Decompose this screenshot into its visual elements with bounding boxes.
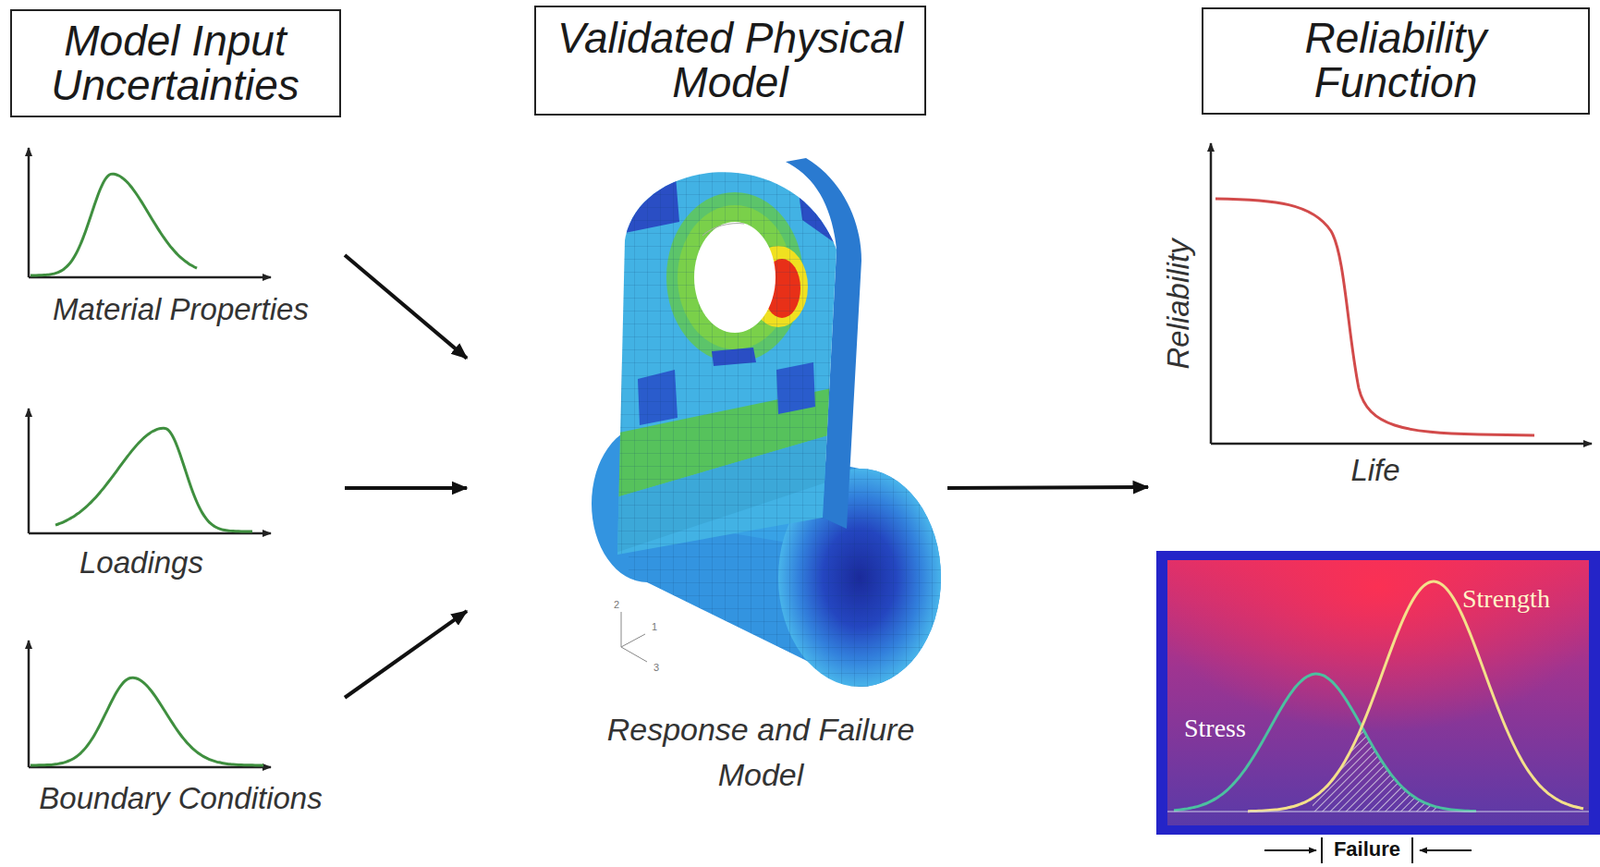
failure-label: Failure bbox=[1330, 838, 1405, 861]
caption: Response and Failure Model bbox=[585, 707, 937, 799]
heading-box: Reliability Function bbox=[1201, 7, 1590, 115]
flow-arrow bbox=[344, 255, 467, 359]
caption: Boundary Conditions bbox=[16, 781, 345, 817]
curve-label: Stress bbox=[1184, 713, 1260, 744]
input-chart: Boundary Conditions bbox=[16, 631, 345, 821]
axis-label: Reliability bbox=[1160, 211, 1197, 397]
axis-label: 3 bbox=[650, 661, 662, 673]
caption: Loadings bbox=[16, 545, 267, 581]
axis-label: Life bbox=[1329, 452, 1422, 489]
distribution-curve bbox=[55, 427, 253, 532]
curve-label: Strength bbox=[1462, 584, 1570, 614]
heading-text: Reliability Function bbox=[1220, 16, 1572, 106]
caption: Material Properties bbox=[16, 292, 345, 328]
failure-bracket bbox=[1264, 837, 1472, 864]
reliability-plot bbox=[1210, 143, 1592, 444]
axis-label: 1 bbox=[648, 621, 660, 633]
axis-triad bbox=[621, 611, 648, 662]
heading-box: Validated Physical Model bbox=[534, 5, 927, 116]
baseline bbox=[1167, 811, 1589, 813]
distribution-curve bbox=[30, 173, 197, 276]
flow-arrow bbox=[947, 485, 1149, 490]
chart-axes bbox=[28, 147, 271, 768]
flow-arrow bbox=[344, 486, 467, 490]
strength-curve bbox=[1247, 581, 1584, 812]
fea-part bbox=[591, 138, 941, 703]
heading-text: Validated Physical Model bbox=[554, 16, 906, 106]
input-chart: Material Properties bbox=[16, 138, 345, 333]
heading-box: Model Input Uncertainties bbox=[10, 9, 342, 118]
flow-arrow bbox=[344, 610, 467, 698]
heading-text: Model Input Uncertainties bbox=[23, 19, 329, 109]
stress-strength-panel bbox=[1156, 550, 1600, 835]
reliability-chart: ReliabilityLife bbox=[1148, 129, 1597, 495]
distribution-curve bbox=[30, 677, 264, 766]
input-chart: Loadings bbox=[16, 399, 345, 585]
overlap-hatch bbox=[1312, 728, 1441, 812]
distribution-curves bbox=[30, 173, 264, 766]
stress-curve bbox=[1173, 673, 1477, 812]
fea-model: Response and Failure Model bbox=[466, 138, 948, 805]
axis-label: 2 bbox=[610, 598, 623, 611]
stress-strength-panel: Stress Strength bbox=[1156, 550, 1600, 835]
